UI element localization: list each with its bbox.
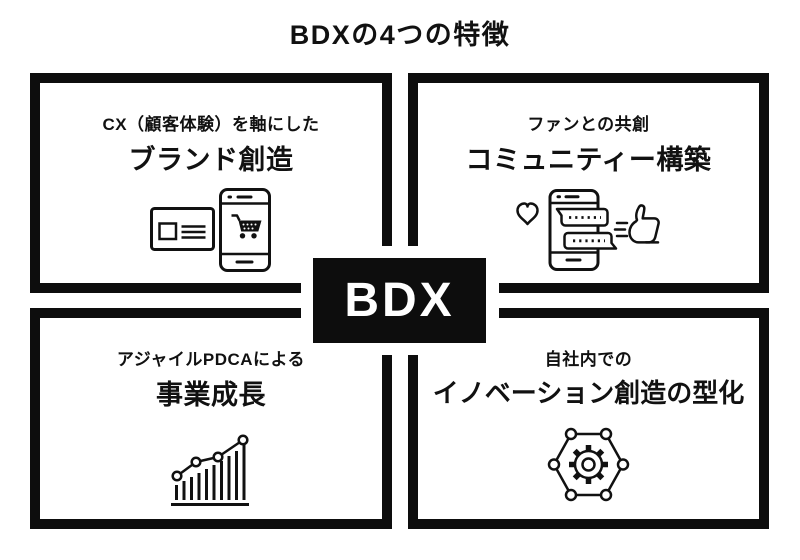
feature-card-brand-creation: CX（顧客体験）を軸にした ブランド創造 <box>30 73 392 293</box>
page-title: BDXの4つの特徴 <box>289 20 511 50</box>
gear-icon <box>568 444 608 484</box>
feature-subtitle: ファンとの共創 <box>527 115 650 134</box>
feature-title: イノベーション創造の型化 <box>432 378 745 408</box>
feature-subtitle: アジャイルPDCAによる <box>116 350 306 369</box>
feature-subtitle: CX（顧客体験）を軸にした <box>102 115 320 134</box>
feature-title: ブランド創造 <box>128 145 294 175</box>
icon-area <box>418 410 759 519</box>
growth-bar-chart-icon <box>171 433 249 506</box>
center-bdx-label: BDX <box>344 274 455 327</box>
feature-title: コミュニティー構築 <box>465 145 712 175</box>
feature-title: 事業成長 <box>156 380 266 410</box>
icon-area <box>40 177 382 283</box>
card-and-smartphone-cart-icon <box>150 187 271 272</box>
thumbs-up-icon <box>613 204 660 244</box>
feature-subtitle: 自社内での <box>544 350 633 369</box>
heart-icon <box>516 202 539 226</box>
icon-area <box>40 412 382 519</box>
chat-bubble-bottom <box>563 231 618 250</box>
heart-chat-thumbs-up-icon <box>516 189 660 271</box>
center-bdx-badge: BDX <box>313 258 486 343</box>
hexagon-network-gear-icon <box>547 427 629 501</box>
icon-area <box>418 177 759 283</box>
